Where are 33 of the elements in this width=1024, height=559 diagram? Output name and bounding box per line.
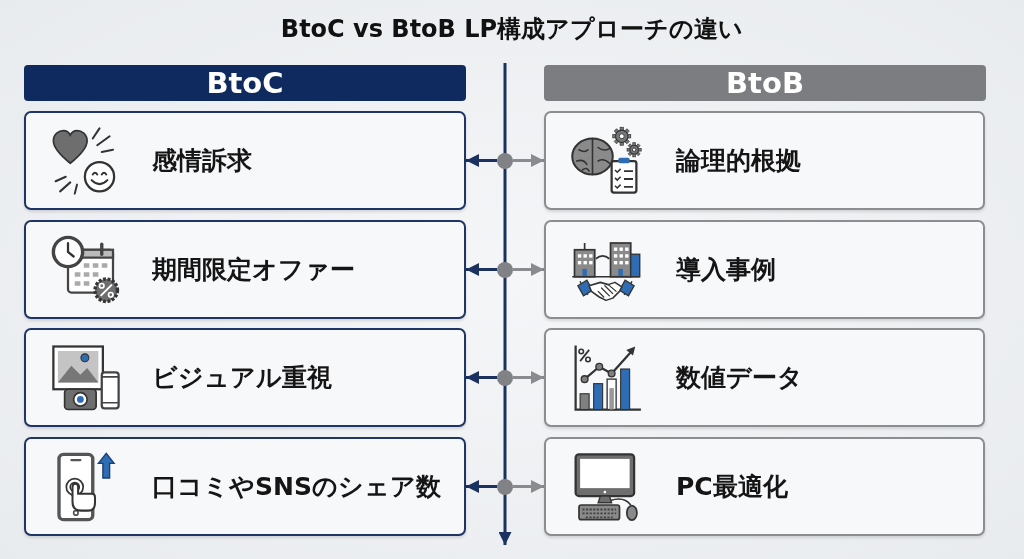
feature-card [544,220,985,319]
feature-card [544,111,985,210]
feature-label: 導入事例 [676,253,776,286]
feature-label: 感情訴求 [152,144,252,177]
feature-card [24,111,466,210]
column-header-bar [544,65,986,101]
column-header-bar [24,65,466,101]
feature-label: ビジュアル重視 [152,361,332,394]
connector-arrow [513,263,544,276]
feature-card [24,328,466,427]
feature-label: 期間限定オファー [152,253,355,286]
feature-label: PC最適化 [676,470,788,503]
connector-arrow [513,480,544,493]
connector-arrow [513,154,544,167]
feature-label: 口コミやSNSのシェア数 [152,470,441,503]
connector-arrow [466,263,497,276]
connector-dot [497,478,513,495]
feature-label: 数値データ [676,361,803,394]
feature-card [24,220,466,319]
column-title: BtoB [726,65,804,101]
feature-label: 論理的根拠 [676,144,801,177]
feature-card [544,437,985,536]
connector-arrow [466,371,497,384]
column-title: BtoC [206,65,284,101]
connector-arrow [513,371,544,384]
feature-card [24,437,466,536]
connector-arrow [466,480,497,493]
connector-dot [497,152,513,169]
diagram-title: BtoC vs BtoB LP構成アプローチの違い [280,14,744,45]
connector-dot [497,369,513,386]
connector-arrow [466,154,497,167]
feature-card [544,328,985,427]
connector-dot [497,261,513,278]
